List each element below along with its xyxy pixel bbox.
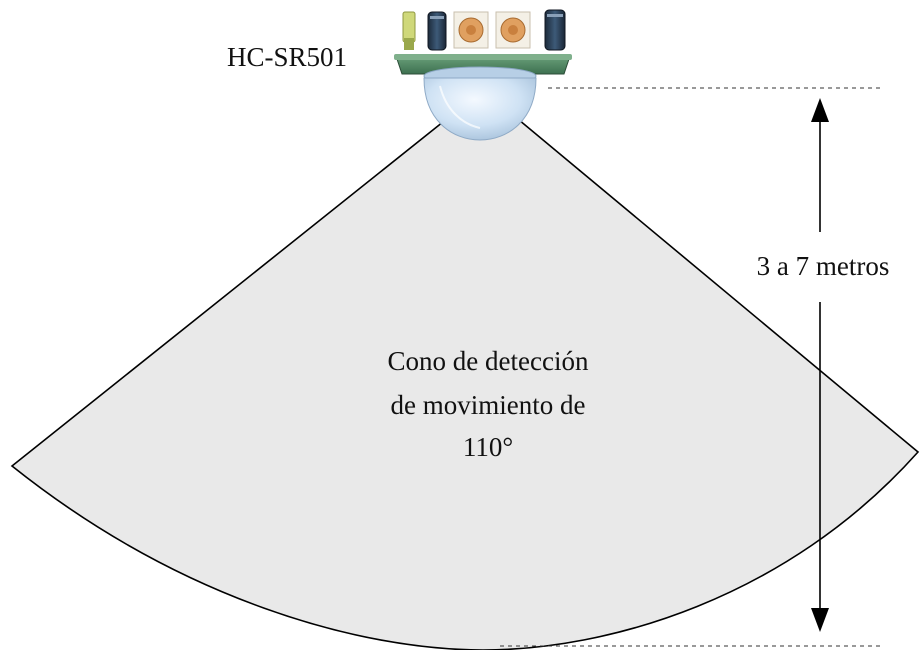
range-arrow-top <box>811 98 829 232</box>
sensor-potentiometer-right <box>495 11 531 49</box>
sensor-capacitor-left <box>427 11 447 51</box>
cone-text-line-3: 110° <box>463 432 513 462</box>
sensor-jumper <box>402 11 416 43</box>
sensor-capacitor-right <box>544 9 566 51</box>
range-label: 3 a 7 metros <box>757 251 890 281</box>
pir-sensor-module <box>394 9 572 141</box>
sensor-dome <box>423 77 537 141</box>
sensor-label: HC-SR501 <box>227 42 347 72</box>
cone-text-line-2: de movimiento de <box>391 390 586 420</box>
cone-text-line-1: Cono de detección <box>388 346 589 376</box>
sensor-potentiometer-left <box>453 11 489 49</box>
range-arrow-bottom <box>811 302 829 632</box>
detection-cone <box>10 88 920 650</box>
